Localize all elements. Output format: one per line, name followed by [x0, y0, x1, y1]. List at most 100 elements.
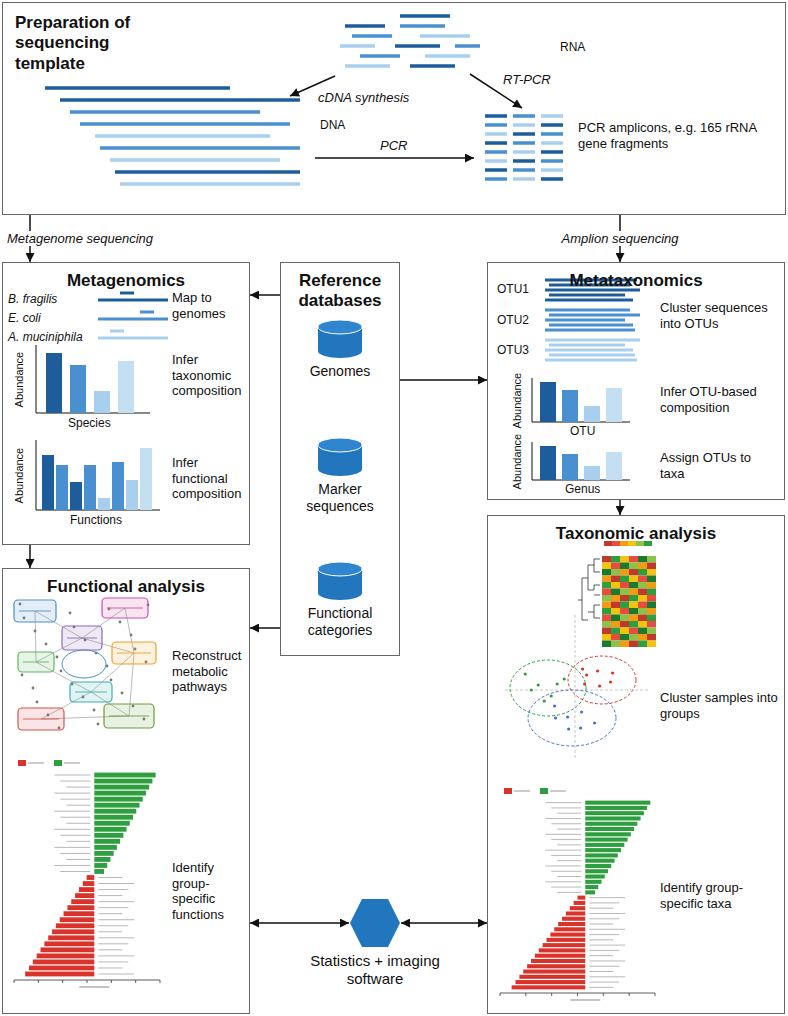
database-cylinder: Functional categories: [291, 561, 389, 639]
legend-mark: [64, 763, 80, 764]
heatmap-cell: [638, 621, 647, 628]
bar: [67, 905, 94, 910]
amplicon: [541, 114, 563, 118]
bar: [94, 839, 120, 844]
hexagon-shape: [350, 899, 400, 947]
cylinder-body: [318, 320, 362, 358]
heatmap-cell: [647, 615, 656, 622]
bar-tick-text: [54, 865, 90, 866]
amplicon: [485, 159, 507, 163]
pca-point: [567, 727, 570, 730]
heatmap-cell: [647, 556, 656, 563]
pathway-dot: [119, 621, 122, 624]
bar-tick-text: [54, 811, 90, 812]
bar-tick-text: [589, 982, 619, 983]
heatmap-cell: [620, 563, 629, 570]
amplicon: [541, 168, 563, 172]
bar-tick-text: [589, 924, 613, 925]
text-label: Identify group-specific taxa: [660, 880, 778, 911]
axis-tick: [603, 993, 604, 996]
bar: [94, 851, 113, 856]
heatmap-cell: [602, 634, 611, 641]
bar: [585, 853, 618, 857]
pathway-group: [18, 708, 64, 730]
amplicon: [513, 177, 535, 181]
pathway-caption-mark: [117, 652, 151, 654]
bar: [44, 941, 94, 946]
bar-tick-text: [98, 967, 122, 968]
bar-tick-text: [98, 949, 122, 950]
bar-tick-text: [98, 895, 122, 896]
node-title: Metataxonomics: [488, 263, 784, 291]
bar-tick-text: [98, 883, 134, 884]
heatmap-cell: [647, 602, 656, 609]
heatmap-cell: [602, 628, 611, 635]
dna-strands: [45, 88, 300, 184]
pathway-caption-mark: [109, 715, 149, 717]
hexagon-symbol: [349, 898, 401, 948]
analysis-panel: Taxonomic analysis: [487, 515, 785, 1014]
bar-tick-text: [545, 834, 581, 835]
pathway-dot: [36, 701, 39, 704]
heatmap-cell: [629, 615, 638, 622]
bar: [94, 815, 133, 820]
pathway-group: [104, 704, 154, 728]
pca-ellipse: [568, 656, 636, 704]
bar-tick-text: [60, 781, 90, 782]
legend-mark: [54, 760, 62, 766]
axis-caption-mark: [79, 987, 109, 988]
bar-tick-text: [60, 817, 90, 818]
bar: [550, 933, 585, 937]
text-label: OTU: [570, 424, 595, 438]
axis-tick: [135, 980, 136, 983]
bar-tick-text: [545, 881, 581, 882]
text-label: B. fragilis: [8, 292, 57, 306]
heatmap-cell: [647, 595, 656, 602]
text-label: Infer taxonomic composition: [172, 352, 250, 399]
heatmap-cell: [611, 615, 620, 622]
text-label: DNA: [320, 118, 345, 132]
cylinder-body: [318, 562, 362, 600]
bar: [585, 864, 611, 868]
heatmap-cell: [602, 589, 611, 596]
heatmap-cell: [620, 615, 629, 622]
axis-title: Abundance: [13, 351, 26, 407]
bar: [527, 964, 585, 968]
heatmap-cell: [638, 589, 647, 596]
pca-ellipse: [528, 690, 616, 746]
bar-tick-text: [545, 818, 581, 819]
diverging-bar-charts: [14, 760, 655, 1000]
amplicons: [485, 116, 563, 179]
pathway-caption-mark: [67, 637, 97, 639]
heatmap-cell: [611, 569, 620, 576]
text-label: Identify group-specific functions: [172, 860, 250, 922]
heatmap-cell: [611, 634, 620, 641]
bar-tick-text: [60, 835, 90, 836]
bar: [519, 975, 585, 979]
bar-tick-text: [98, 937, 134, 938]
bar-tick-text: [66, 841, 90, 842]
bar: [87, 875, 95, 880]
bar: [543, 943, 586, 947]
bar: [570, 906, 586, 910]
bar-tick-text: [60, 853, 90, 854]
heatmap-cell: [638, 595, 647, 602]
amplicon: [541, 159, 563, 163]
database-cylinder: Marker sequences: [291, 437, 389, 515]
amplicon: [513, 132, 535, 136]
heatmap-cell: [611, 621, 620, 628]
axis-tick: [62, 980, 63, 983]
axis-tick: [525, 993, 526, 996]
heatmap-cell: [620, 641, 629, 648]
heatmap-cell: [602, 621, 611, 628]
bar: [562, 917, 585, 921]
text-label: Cluster samples into groups: [660, 690, 778, 721]
bar-tick-text: [66, 859, 90, 860]
bar: [75, 893, 94, 898]
heatmap-cell: [602, 576, 611, 583]
heatmap-pca: [505, 541, 656, 760]
pca-point: [524, 672, 527, 675]
pathway-group: [102, 598, 148, 618]
bar-tick-text: [589, 939, 613, 940]
pathway-dot: [45, 643, 48, 646]
